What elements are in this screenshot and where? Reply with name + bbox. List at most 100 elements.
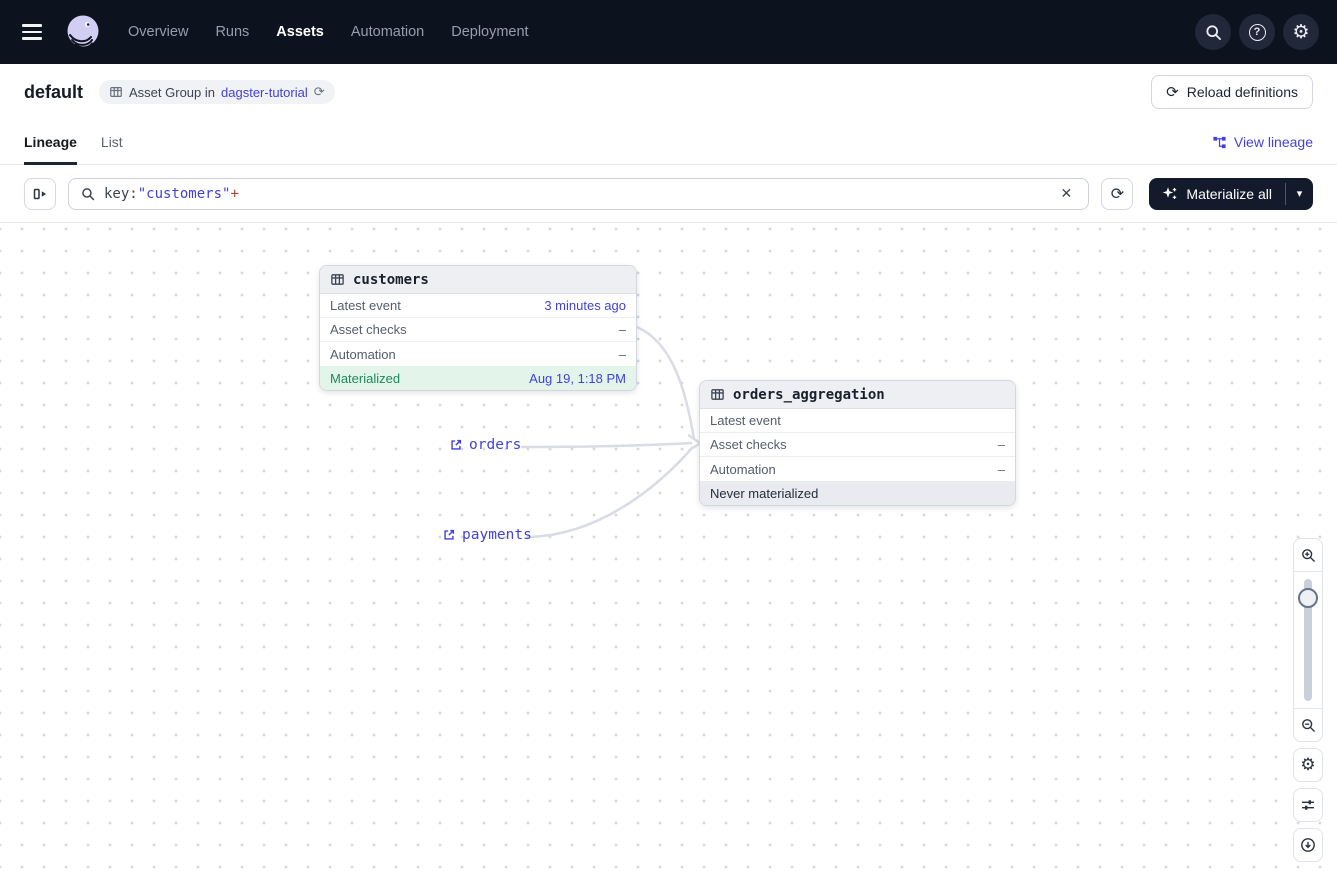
sparkle-icon [1162, 186, 1178, 202]
nav-item-automation[interactable]: Automation [350, 24, 425, 40]
gear-icon: ⚙ [1292, 20, 1310, 43]
graph-toolbar: key:"customers"+ ✕ ⟳ Materialize all ▾ [0, 165, 1337, 223]
reload-definitions-label: Reload definitions [1186, 84, 1298, 100]
lineage-edges [520, 325, 702, 539]
asset-node-header[interactable]: customers [320, 266, 636, 294]
page-header: default Asset Group in dagster-tutorial … [0, 64, 1337, 120]
materialize-split-button: Materialize all ▾ [1149, 177, 1313, 210]
refresh-icon: ⟳ [1110, 184, 1125, 203]
row-label: Latest event [330, 298, 401, 313]
tabs-row: Lineage List View lineage [0, 120, 1337, 165]
refresh-graph-button[interactable]: ⟳ [1101, 177, 1134, 210]
nav-item-assets[interactable]: Assets [276, 24, 324, 40]
button-divider [1285, 182, 1286, 205]
external-asset-payments[interactable]: payments [442, 527, 532, 543]
row-value: – [618, 346, 626, 362]
view-lineage-label: View lineage [1233, 134, 1313, 150]
dagster-logo[interactable] [64, 13, 102, 51]
node-row-automation: Automation – [700, 457, 1015, 481]
graph-settings-button[interactable]: ⚙ [1293, 748, 1323, 782]
row-label: Automation [710, 461, 776, 477]
expand-panel-button[interactable] [24, 177, 56, 210]
asset-node-orders-aggregation[interactable]: orders_aggregation Latest event Asset ch… [699, 380, 1016, 506]
search-query: key:"customers"+ [104, 185, 239, 202]
external-asset-label: payments [462, 527, 532, 543]
clear-search-button[interactable]: ✕ [1054, 182, 1078, 206]
lineage-graph-canvas[interactable]: customers Latest event 3 minutes ago Ass… [0, 223, 1337, 873]
materialized-status-row: Materialized Aug 19, 1:18 PM [320, 366, 636, 390]
asset-group-badge: Asset Group in dagster-tutorial ⟳ [99, 80, 335, 104]
asset-search-input[interactable]: key:"customers"+ ✕ [68, 177, 1090, 210]
asset-node-customers[interactable]: customers Latest event 3 minutes ago Ass… [319, 265, 637, 391]
recenter-graph-button[interactable] [1293, 828, 1323, 862]
code-location-link[interactable]: dagster-tutorial [221, 84, 308, 100]
zoom-in-icon [1301, 548, 1316, 563]
row-label: Latest event [710, 413, 781, 428]
row-value: – [618, 322, 626, 337]
gear-icon: ⚙ [1300, 754, 1316, 775]
asset-name: orders_aggregation [733, 386, 885, 403]
zoom-in-button[interactable] [1294, 539, 1322, 572]
materialize-all-button[interactable]: Materialize all [1149, 178, 1285, 210]
zoom-slider-handle[interactable] [1298, 588, 1318, 608]
node-row-automation: Automation – [320, 342, 636, 366]
reload-icon: ⟳ [1166, 83, 1179, 101]
status-label: Never materialized [710, 485, 819, 501]
asset-node-header[interactable]: orders_aggregation [700, 381, 1015, 409]
row-label: Asset checks [330, 322, 407, 337]
asset-group-icon [109, 85, 123, 99]
tab-list[interactable]: List [100, 134, 123, 150]
zoom-slider[interactable] [1294, 572, 1322, 708]
chevron-down-icon: ▾ [1296, 188, 1303, 200]
never-materialized-status-row: Never materialized [700, 481, 1015, 505]
settings-button[interactable]: ⚙ [1283, 14, 1319, 50]
nav-item-runs[interactable]: Runs [215, 24, 250, 40]
external-link-icon [442, 528, 456, 542]
node-row-latest-event: Latest event [700, 409, 1015, 433]
nav-links: Overview Runs Assets Automation Deployme… [128, 24, 529, 40]
nav-item-deployment[interactable]: Deployment [451, 24, 529, 40]
external-asset-label: orders [469, 437, 522, 453]
badge-prefix: Asset Group in [129, 84, 216, 100]
latest-event-link[interactable]: 3 minutes ago [544, 298, 626, 313]
panel-toggle-icon [32, 186, 48, 202]
node-row-asset-checks: Asset checks – [320, 318, 636, 342]
row-label: Automation [330, 346, 396, 362]
lineage-icon [1212, 135, 1227, 150]
help-button[interactable]: ? [1239, 14, 1275, 50]
node-row-latest-event: Latest event 3 minutes ago [320, 294, 636, 318]
sliders-icon [1300, 797, 1316, 813]
node-row-asset-checks: Asset checks – [700, 433, 1015, 457]
asset-name: customers [353, 271, 429, 288]
graph-filters-button[interactable] [1293, 788, 1323, 822]
zoom-control [1293, 538, 1323, 742]
tab-lineage[interactable]: Lineage [24, 120, 77, 165]
search-icon [1205, 24, 1222, 41]
search-icon [81, 187, 95, 201]
external-asset-orders[interactable]: orders [449, 437, 521, 453]
table-icon [330, 272, 345, 287]
menu-icon[interactable] [22, 20, 46, 44]
table-icon [710, 387, 725, 402]
top-nav: Overview Runs Assets Automation Deployme… [0, 0, 1337, 64]
row-value: – [997, 437, 1005, 452]
help-icon: ? [1248, 23, 1266, 41]
page-title: default [24, 81, 84, 102]
row-label: Asset checks [710, 437, 787, 452]
recenter-icon [1300, 837, 1316, 853]
zoom-slider-track[interactable] [1304, 579, 1312, 701]
zoom-out-button[interactable] [1294, 708, 1322, 741]
nav-right: ? ⚙ [1195, 14, 1319, 50]
external-link-icon [449, 438, 463, 452]
reload-definitions-button[interactable]: ⟳ Reload definitions [1151, 75, 1313, 109]
status-label: Materialized [330, 370, 401, 386]
view-lineage-link[interactable]: View lineage [1212, 134, 1313, 150]
badge-reload-icon[interactable]: ⟳ [313, 84, 325, 100]
row-value: – [997, 461, 1005, 477]
zoom-out-icon [1301, 718, 1316, 733]
materialization-timestamp-link[interactable]: Aug 19, 1:18 PM [529, 370, 626, 386]
nav-item-overview[interactable]: Overview [128, 24, 189, 40]
search-button[interactable] [1195, 14, 1231, 50]
materialize-all-label: Materialize all [1186, 185, 1272, 202]
materialize-dropdown-button[interactable]: ▾ [1286, 178, 1313, 210]
